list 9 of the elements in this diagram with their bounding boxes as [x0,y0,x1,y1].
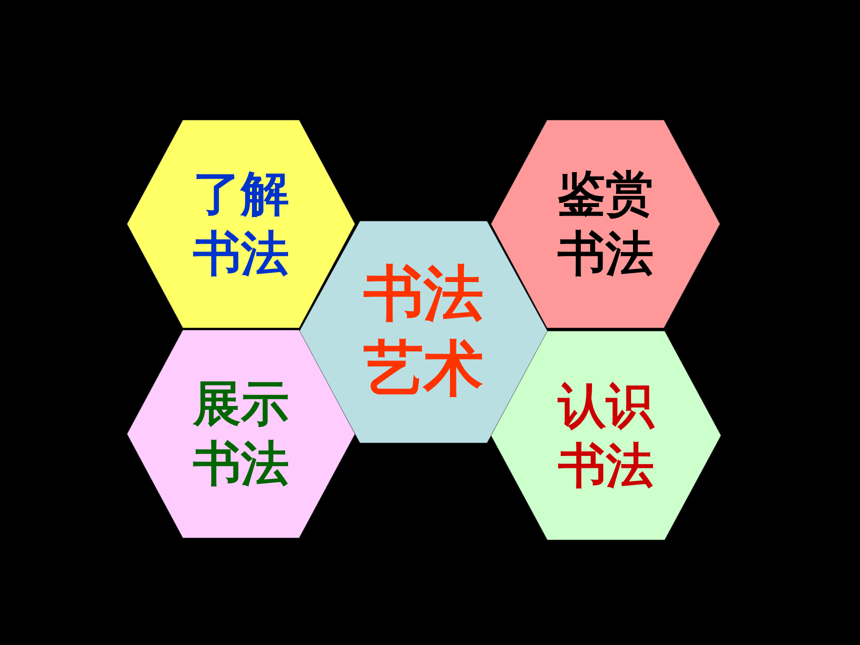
hexagon-label: 认识书法 [556,376,656,496]
hexagon-label: 书法艺术 [362,258,484,406]
hexagon-label: 展示书法 [192,375,290,494]
hexagon [127,330,355,538]
hexagon-label: 了解书法 [192,165,290,284]
hexagon [491,120,720,328]
hexagon [127,120,355,328]
hexagon-label: 鉴赏书法 [556,165,654,284]
hexagon [491,331,721,540]
